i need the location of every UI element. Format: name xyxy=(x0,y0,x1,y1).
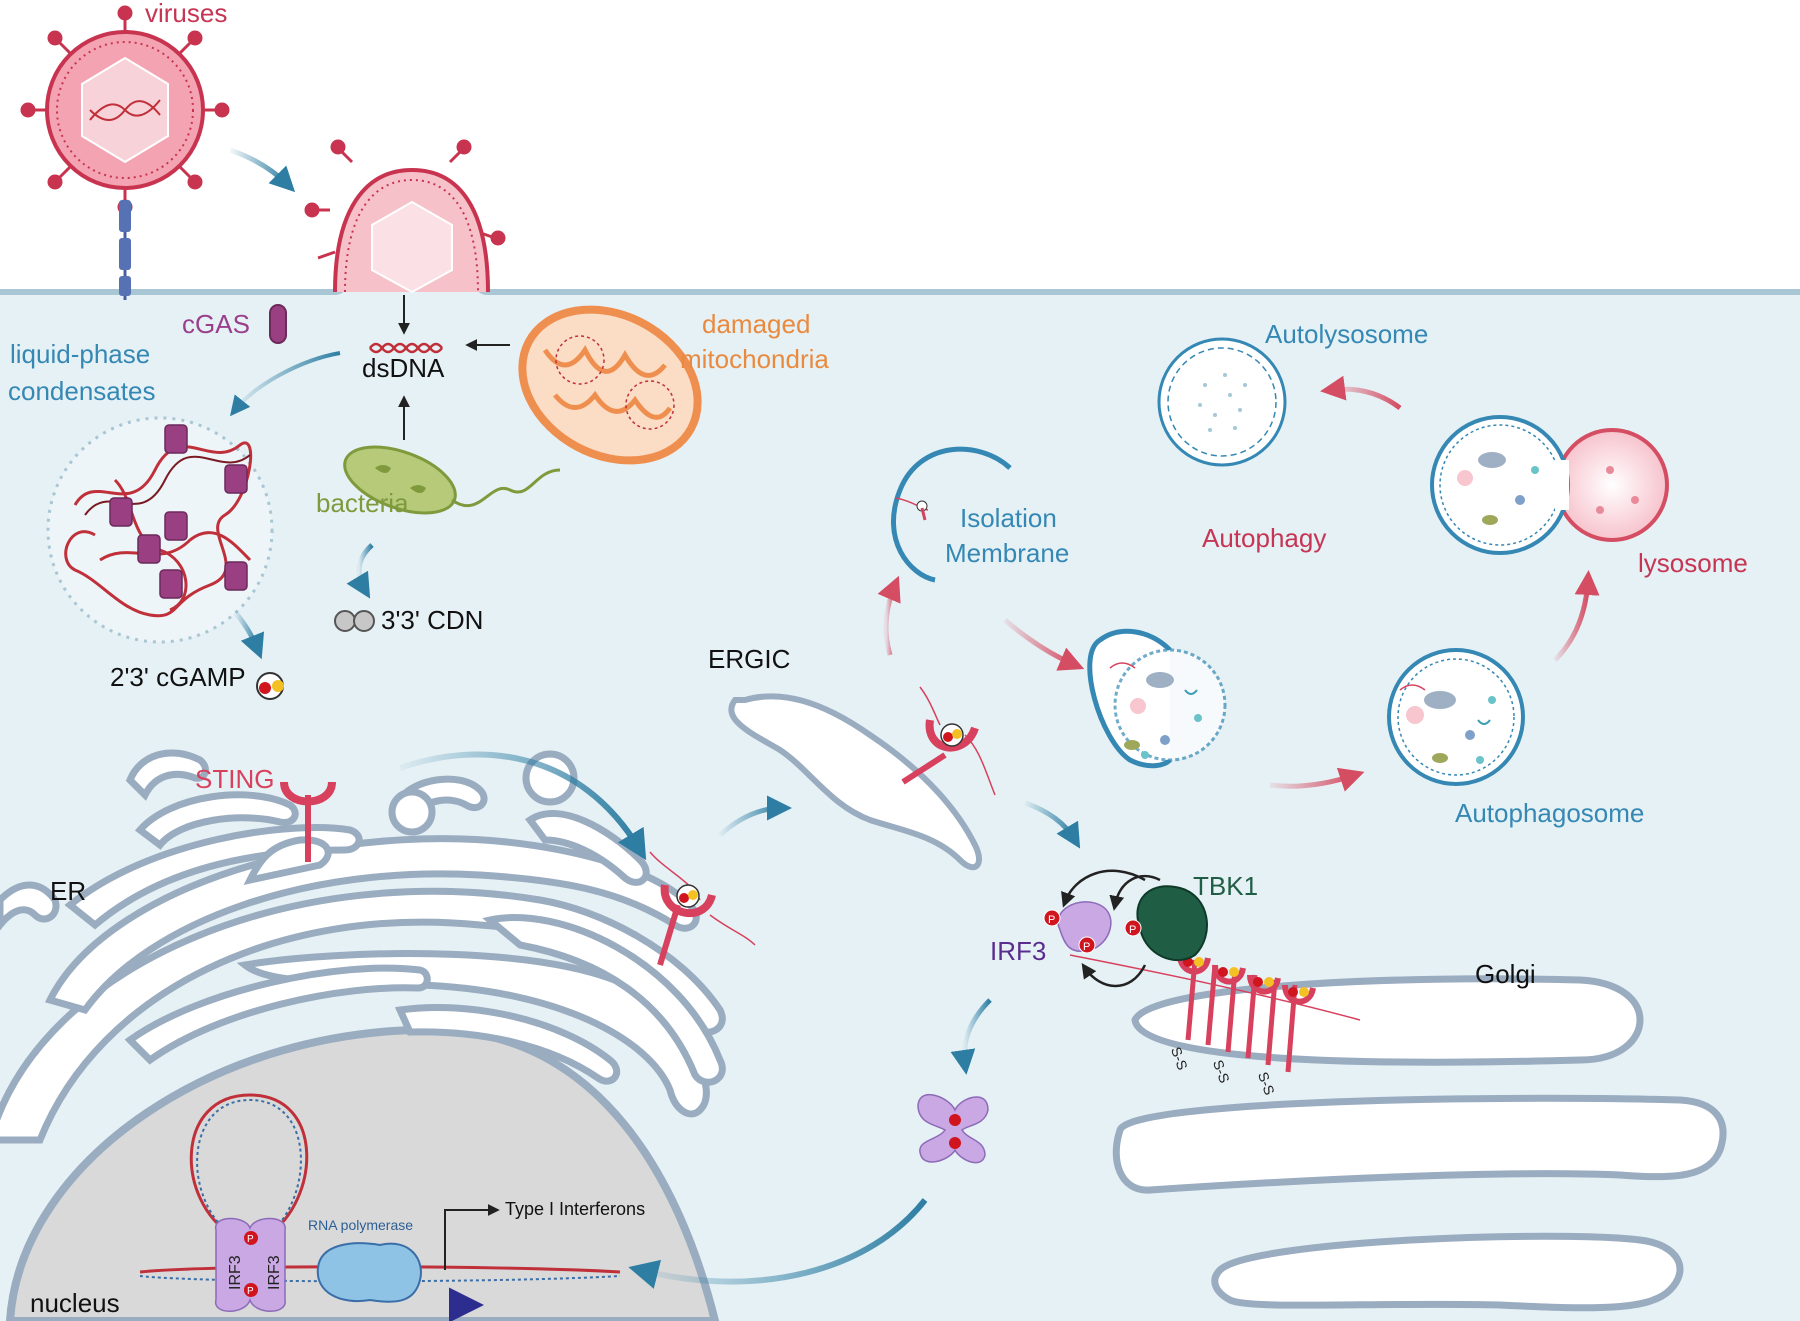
cgas-icon xyxy=(269,304,287,344)
irf3-protein: P P xyxy=(1043,901,1112,954)
virus-particle xyxy=(20,5,230,215)
phospho-irf3-1: P xyxy=(1048,914,1055,926)
membrane-receptor xyxy=(119,200,131,300)
phospho-dna-dimer-1: P xyxy=(247,1234,254,1245)
label-sting: STING xyxy=(195,764,274,794)
label-cgamp: 2'3' cGAMP xyxy=(110,662,246,692)
label-dsdna: dsDNA xyxy=(362,353,445,383)
arrow-autophagosome-to-autolysosome xyxy=(1553,570,1600,662)
irf3-dimer-dna: P P IRF3 IRF3 xyxy=(215,1217,286,1312)
er-vesicles xyxy=(388,750,578,836)
label-irf3-dna-right: IRF3 xyxy=(266,1255,283,1290)
phospho-irf3-2: P xyxy=(1083,941,1090,953)
arrow-dimer-to-nucleus xyxy=(628,1198,928,1289)
arrow-fusion-to-autolysosome xyxy=(1320,375,1402,411)
label-irf3-dna-left: IRF3 xyxy=(227,1255,244,1290)
sting-er xyxy=(280,781,336,862)
label-irf3: IRF3 xyxy=(990,936,1046,966)
label-rna-polymerase: RNA polymerase xyxy=(308,1217,413,1233)
arrow-sting-trafficking xyxy=(399,751,647,861)
disulfide-bond-2: S-S xyxy=(1210,1058,1233,1085)
label-autolysosome: Autolysosome xyxy=(1265,319,1428,349)
forming-autophagosome xyxy=(1087,628,1227,769)
label-mitochondria: mitochondria xyxy=(680,344,829,374)
label-viruses: viruses xyxy=(145,0,227,28)
label-bacteria: bacteria xyxy=(316,488,409,518)
disulfide-bond-1: S-S xyxy=(1168,1045,1191,1072)
arrow-ergic-to-isolation-membrane xyxy=(877,575,901,656)
arrow-tbk1-to-irf3-top xyxy=(1061,869,1146,908)
er-network xyxy=(0,749,726,1144)
label-membrane: Membrane xyxy=(945,538,1069,568)
label-damaged: damaged xyxy=(702,309,810,339)
ergic xyxy=(728,693,982,871)
arrow-tbk1-to-irf3-bottom xyxy=(1081,963,1147,988)
damaged-mitochondria xyxy=(518,305,702,465)
cdn-icon xyxy=(334,610,375,632)
label-golgi: Golgi xyxy=(1475,959,1536,989)
arrow-cgas-to-condensate xyxy=(229,351,341,417)
dsdna-icon xyxy=(369,342,443,354)
arrow-ergic-to-golgi xyxy=(1024,800,1081,849)
arrow-forming-to-autophagosome xyxy=(1269,767,1365,792)
phospho-tbk1: P xyxy=(1129,924,1136,936)
virus-entering xyxy=(304,139,506,294)
label-cdn: 3'3' CDN xyxy=(381,605,483,635)
tbk1-protein: P xyxy=(1124,885,1208,962)
arrow-bacteria-to-cdn xyxy=(346,543,374,599)
label-tbk1: TBK1 xyxy=(1193,871,1258,901)
autophagosome xyxy=(1387,648,1525,786)
transcription-start-arrow xyxy=(444,1204,500,1270)
arrow-isolation-to-forming xyxy=(1003,618,1085,671)
rna-polymerase xyxy=(316,1242,422,1303)
arrow-to-ergic xyxy=(718,795,792,837)
label-isolation: Isolation xyxy=(960,503,1057,533)
label-ergic: ERGIC xyxy=(708,644,790,674)
phospho-dna-dimer-2: P xyxy=(247,1286,254,1297)
irf3-dimer xyxy=(917,1093,989,1164)
label-liquid-phase: liquid-phase xyxy=(10,339,150,369)
label-cgas: cGAS xyxy=(182,309,250,339)
arrow-tbk1-autophos xyxy=(1109,874,1161,911)
sting-oligomers-golgi: S-S S-S S-S xyxy=(1069,954,1361,1097)
sting-ergic xyxy=(901,686,996,796)
label-autophagosome: Autophagosome xyxy=(1455,798,1644,828)
label-lysosome: lysosome xyxy=(1638,548,1748,578)
arrow-virus-entry xyxy=(229,147,296,193)
arrow-irf3-to-dimer xyxy=(950,998,992,1075)
sting-cgamp-complex xyxy=(649,851,756,966)
cgamp-icon xyxy=(256,672,284,700)
liquid-phase-condensate xyxy=(46,416,274,644)
label-type-i-interferons: Type I Interferons xyxy=(505,1199,645,1219)
golgi-apparatus xyxy=(1112,975,1727,1312)
label-condensates: condensates xyxy=(8,376,155,406)
isolation-membrane xyxy=(891,446,1012,583)
bacteria xyxy=(343,445,561,515)
label-er: ER xyxy=(50,876,86,906)
autophagosome-lysosome-fusion xyxy=(1430,415,1669,555)
arrow-condensate-to-cgamp xyxy=(233,610,265,660)
disulfide-bond-3: S-S xyxy=(1255,1070,1278,1097)
autolysosome xyxy=(1157,337,1287,467)
label-autophagy: Autophagy xyxy=(1202,523,1326,553)
label-nucleus: nucleus xyxy=(30,1288,120,1318)
